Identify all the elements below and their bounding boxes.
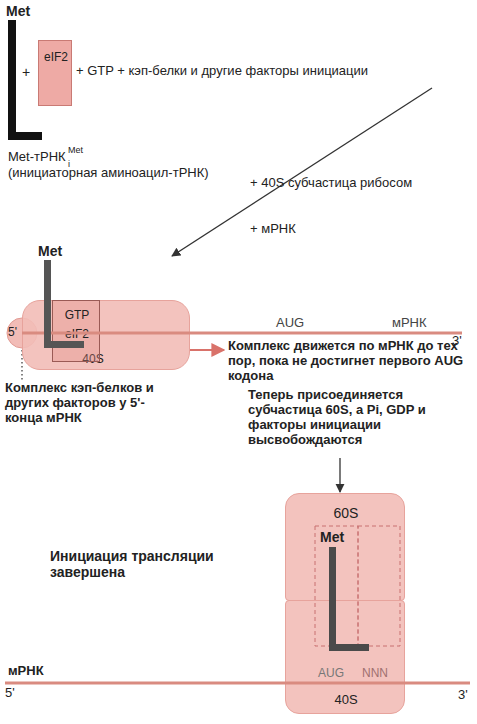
node-label: 40S (286, 693, 406, 707)
factor-box: eIF2 (38, 40, 72, 106)
step-arrow (339, 458, 340, 492)
annotation-text: 3' (458, 688, 468, 703)
annotation-text: мРНК (392, 316, 427, 331)
step-arrow (172, 88, 432, 256)
ribosome-subunit: 60S (285, 493, 405, 601)
annotation-text: Теперь присоединяется субчастица 60S, а … (248, 388, 473, 448)
annotation-text: + мРНК (250, 222, 296, 237)
annotation-text: мРНК (8, 664, 44, 679)
annotation-text: + 40S субчастица рибосом (250, 176, 412, 191)
annotation-text: AUG (276, 316, 304, 331)
ribosome-subunit: 40S (285, 600, 405, 714)
annotation-text: Met (6, 3, 30, 19)
annotation-text: Met (68, 145, 83, 155)
ribosome-subunit: 40S (22, 300, 190, 370)
movement-arrow (190, 349, 224, 351)
annotation-text: Комплекс кэп-белков и других факторов у … (5, 381, 155, 426)
annotation-text: Met-тРНК (8, 150, 66, 165)
trna-symbol (8, 20, 42, 140)
annotation-text: Комплекс движется по мРНК до тех пор, по… (228, 339, 473, 384)
annotation-text: (инициаторная аминоацил-тРНК) (8, 166, 209, 181)
annotation-text: Met (320, 529, 344, 545)
annotation-text: + (22, 64, 30, 80)
annotation-text: Met (38, 243, 62, 259)
annotation-text: Инициация трансляции завершена (50, 548, 240, 580)
node-label: eIF2 (39, 51, 73, 64)
annotation-text: + GTP + кэп-белки и другие факторы иници… (76, 64, 368, 79)
annotation-text: 5' (5, 686, 15, 701)
node-label: eIF2 (53, 328, 101, 341)
node-label: 60S (286, 506, 406, 521)
annotation-text: AUG (318, 667, 344, 681)
annotation-text: NNN (362, 667, 388, 681)
factor-box: GTP eIF2 (52, 300, 100, 362)
node-label: GTP (53, 309, 101, 322)
